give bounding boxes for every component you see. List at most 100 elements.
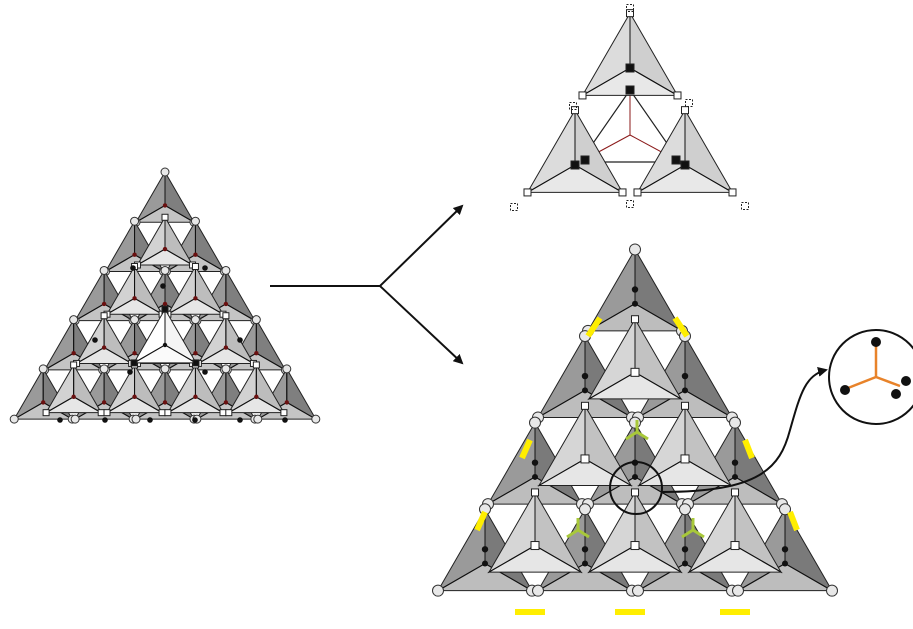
inner-tetrahedron [74,313,134,365]
square-node-icon [631,488,639,497]
highlight-circle [609,461,663,515]
tetra-spoke [637,164,686,193]
circle-node-icon [311,414,321,424]
yellow-linker [474,510,488,532]
square-node-icon [158,409,166,417]
tetra-spoke [164,344,197,364]
inner-tetrahedron [105,363,164,415]
tetra-spoke [134,396,163,414]
square-node-icon [581,401,589,410]
core-tetrahedron [132,307,198,365]
yellow-linker [672,316,690,338]
square-node-icon [219,409,227,417]
tetra-spoke [106,297,135,315]
apex-dot [41,400,46,405]
branch-arrows [270,204,464,365]
inner-tetrahedron [44,363,104,415]
tetra-spoke [225,347,254,364]
apex-dot [223,345,229,350]
zoom-connector [661,366,828,493]
circle-node-icon [99,265,109,275]
green-linker [625,420,649,441]
green-linker [681,518,705,539]
square-node-icon [42,409,50,417]
tetra-spoke [13,401,44,420]
tetra-spoke [74,303,105,322]
tetra-spoke [527,164,576,193]
yellow-linker [519,438,533,460]
apex-dot [193,394,198,399]
tetra-spoke [106,396,135,414]
apex-dot [482,560,488,567]
circle-node-icon [679,503,691,516]
square-node-icon [580,454,590,464]
tetra-spoke [135,205,166,223]
square-node-icon [728,188,737,197]
apex-dot [632,473,638,480]
black-square-node-icon [570,160,580,170]
circle-node-icon [131,414,141,424]
square-node-icon [731,488,739,497]
tetra-spoke [103,347,132,364]
framework-inner-tetrahedron [687,490,783,574]
tetra-spoke [134,297,163,315]
framework-inner-tetrahedron [537,403,633,487]
tetra-spoke [256,352,286,371]
arrow-to-bottom [379,285,464,365]
square-node-icon [161,213,169,221]
square-node-icon [673,91,682,100]
inner-tetrahedron [135,215,195,267]
square-node-icon [578,91,587,100]
black-node-icon [102,417,108,423]
black-node-icon [840,385,850,395]
black-square-node-icon [680,160,690,170]
apex-dot [254,394,259,399]
apex-dot [132,252,137,257]
square-node-icon [618,188,627,197]
circle-node-icon [282,364,292,374]
circle-node-icon [629,243,641,256]
tetra-spoke [634,303,683,332]
tetra-spoke [73,396,102,414]
dashed-square-site-icon [510,203,518,211]
fragment-tetrahedron [525,108,625,194]
green-linker-arm [636,430,649,441]
dashed-square-site-icon [569,102,577,110]
tetra-spoke [45,396,74,414]
tetra-spoke [167,297,196,315]
inner-tetrahedron [105,264,164,316]
square-node-icon [103,409,111,417]
circle-node-icon [9,414,19,424]
node-zoom-panel [828,329,913,425]
black-node-icon [202,265,208,271]
framework-inner-tetrahedron [587,317,683,401]
circle-node-icon [160,364,170,374]
apex-dot [101,301,107,307]
square-node-icon [164,409,172,417]
tetra-spoke [684,164,733,193]
square-node-icon [222,312,230,320]
yellow-linker [787,510,800,532]
apex-dot [162,400,168,405]
apex-dot [132,296,137,301]
zoom-linker-arm [847,375,877,390]
circle-node-icon [253,414,263,424]
tetra-spoke [76,347,105,364]
tetra-spoke [256,396,285,414]
square-node-icon [680,454,690,464]
tetra-spoke [574,164,623,193]
circle-node-icon [221,265,231,275]
inner-tetrahedron [226,363,286,415]
tetra-spoke [629,67,678,96]
apex-dot [582,560,588,567]
inner-tetrahedron [166,264,225,316]
square-node-icon [530,541,540,551]
circle-node-icon [160,265,170,275]
fragment-bottom-panel [432,243,838,615]
tetra-spoke [195,396,224,414]
apex-dot [223,301,229,307]
circle-node-icon [160,167,170,177]
circle-node-icon [779,503,791,516]
black-node-icon [481,546,489,553]
square-node-icon [531,488,539,497]
